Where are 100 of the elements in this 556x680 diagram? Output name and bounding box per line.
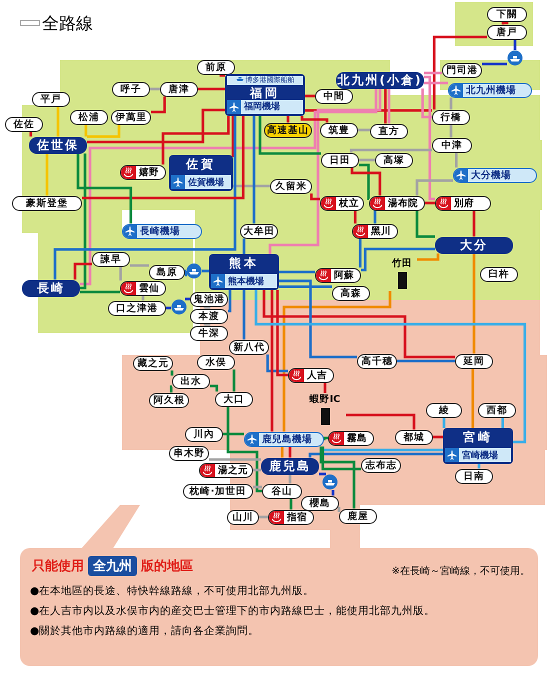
route-line	[142, 296, 144, 300]
route-line	[374, 210, 376, 224]
station-name: 杖立	[338, 196, 359, 210]
route-line	[361, 248, 435, 272]
station-name: 霧島	[346, 432, 367, 444]
route-line	[184, 270, 188, 276]
route-line	[358, 128, 370, 132]
note-text: ※在長崎～宮崎線，不可使用。	[392, 564, 530, 578]
route-line	[338, 506, 340, 512]
route-line	[262, 290, 455, 358]
route-line	[151, 96, 166, 114]
route-line	[416, 210, 435, 238]
page-title: 全路線	[42, 13, 93, 35]
route-line	[319, 472, 326, 476]
route-line	[268, 88, 382, 254]
route-line	[202, 270, 209, 272]
airport-name: 熊本機場	[227, 275, 264, 288]
route-line	[170, 385, 173, 392]
route-line	[242, 290, 246, 340]
route-line	[253, 468, 261, 472]
note-heading: 版的地區	[141, 558, 193, 575]
route-line	[266, 354, 288, 372]
city-label: 鹿兒島	[261, 458, 319, 474]
note-text: ●在人吉市内以及水俣市内的産交巴士管理下的市内路線巴士，能使用北部九州版。	[30, 604, 436, 618]
route-line	[130, 264, 149, 267]
hot-spring-label	[369, 196, 425, 210]
route-line	[350, 148, 432, 152]
route-line	[276, 290, 288, 376]
station-label: 鹿屋	[339, 508, 377, 524]
city-name: 福岡	[248, 86, 281, 100]
station-label: 枕崎·加世田	[183, 484, 253, 498]
route-line	[433, 436, 443, 438]
route-line	[308, 452, 443, 458]
city-box	[209, 254, 279, 290]
route-line	[305, 94, 315, 98]
route-line	[424, 76, 435, 200]
route-line	[282, 291, 392, 432]
route-line	[162, 116, 230, 164]
note-text: ●在本地區的長途、特快幹線路線，不可使用北部九州版。	[30, 584, 314, 598]
route-line	[80, 88, 378, 286]
route-line	[514, 40, 516, 50]
route-line	[384, 88, 387, 124]
airport-name: 佐賀機場	[186, 176, 224, 188]
city-label: 長崎	[22, 280, 80, 296]
station-name: 雲仙	[138, 282, 159, 294]
route-line	[223, 432, 244, 436]
stop-name: 竹田	[392, 257, 412, 270]
city-box	[169, 155, 233, 191]
route-line	[450, 124, 452, 138]
hot-spring-label	[199, 462, 253, 478]
route-line	[74, 262, 92, 280]
station-name: 別府	[453, 196, 474, 210]
route-line	[280, 446, 284, 458]
route-line	[56, 106, 60, 136]
route-line	[233, 184, 270, 188]
ferry-icon	[186, 263, 202, 279]
city-label: 北九州(小倉)	[336, 72, 424, 88]
route-line	[166, 306, 171, 310]
route-line	[279, 270, 315, 274]
ferry-icon	[507, 50, 523, 66]
station-name: 人吉	[306, 368, 327, 382]
city-label: 佐世保	[29, 136, 87, 154]
route-line	[417, 254, 440, 261]
ferry-icon	[322, 474, 338, 490]
stop-name: 蝦野IC	[310, 393, 340, 406]
route-line	[332, 490, 334, 496]
route-line	[416, 179, 453, 196]
route-line	[119, 266, 122, 280]
route-line	[322, 446, 443, 452]
note-heading: 只能使用	[32, 558, 84, 575]
version-badge: 全九州	[88, 556, 137, 576]
route-line	[324, 382, 326, 393]
route-line	[232, 116, 234, 157]
route-line	[425, 202, 435, 204]
ferry-icon	[171, 299, 187, 315]
route-line	[242, 238, 246, 254]
city-name: 熊本	[228, 256, 260, 270]
airport-name: 宮崎機場	[461, 449, 498, 462]
route-line	[322, 436, 328, 440]
route-line	[472, 254, 476, 354]
city-box	[443, 428, 513, 464]
route-line	[501, 418, 504, 428]
route-line	[259, 516, 268, 518]
route-line	[472, 210, 476, 236]
route-line	[54, 116, 236, 280]
route-line	[228, 290, 232, 312]
airport-name: 長崎機場	[139, 224, 180, 238]
route-line	[354, 210, 356, 224]
city-name: 佐賀	[184, 157, 217, 171]
route-line	[482, 62, 507, 66]
station-label: 前原	[197, 60, 235, 74]
airport-label	[122, 224, 202, 238]
route-line	[87, 108, 225, 144]
route-line	[450, 98, 452, 110]
route-line	[253, 486, 262, 488]
route-line	[87, 124, 120, 138]
station-label: 山川	[227, 510, 259, 524]
city-box	[225, 74, 305, 116]
route-line	[322, 446, 361, 470]
airport-name: 鹿兒島機場	[261, 432, 312, 446]
